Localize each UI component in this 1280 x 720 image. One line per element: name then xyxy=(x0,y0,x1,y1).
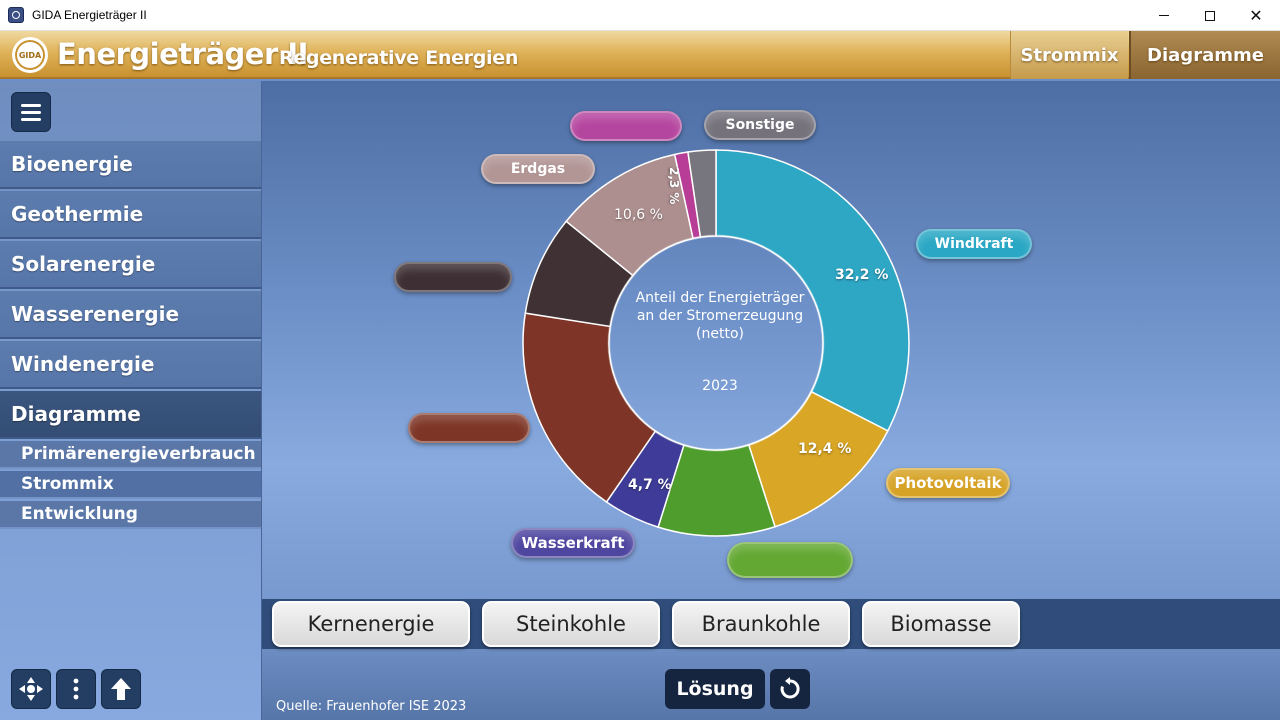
minimize-icon xyxy=(1159,15,1169,16)
app-header: GIDA Energieträger II Regenerative Energ… xyxy=(0,31,1280,79)
sidebar-item-geothermie[interactable]: Geothermie xyxy=(0,191,261,239)
hamburger-icon-bar xyxy=(21,117,41,121)
chip-kernenergie[interactable]: Kernenergie xyxy=(272,601,470,647)
label-empty-green[interactable] xyxy=(727,542,853,578)
reset-button[interactable] xyxy=(770,669,810,709)
reset-icon xyxy=(780,677,800,699)
hamburger-icon xyxy=(21,103,41,107)
slice-value-erdgas: 10,6 % xyxy=(614,207,663,223)
donut-chart xyxy=(522,149,910,537)
label-windkraft[interactable]: Windkraft xyxy=(916,229,1032,259)
donut-slice-slice-4 xyxy=(522,312,657,504)
label-photovoltaik[interactable]: Photovoltaik xyxy=(886,468,1010,498)
app-icon xyxy=(8,7,24,23)
label-erdgas[interactable]: Erdgas xyxy=(481,154,595,184)
navigate-button[interactable] xyxy=(11,669,51,709)
label-wasserkraft[interactable]: Wasserkraft xyxy=(511,528,635,558)
sidebar-subitem-strommix[interactable]: Strommix xyxy=(0,471,261,499)
close-button[interactable]: ✕ xyxy=(1233,0,1279,31)
move-icon xyxy=(19,677,43,701)
slice-value-wasserkraft: 4,7 % xyxy=(628,477,672,493)
sidebar-subitem-primaerenergieverbrauch[interactable]: Primärenergieverbrauch xyxy=(0,441,261,469)
maximize-button[interactable] xyxy=(1187,0,1233,31)
sidebar-item-bioenergie[interactable]: Bioenergie xyxy=(0,141,261,189)
chip-steinkohle[interactable]: Steinkohle xyxy=(482,601,660,647)
slice-value-photovoltaik: 12,4 % xyxy=(798,441,852,457)
scroll-top-button[interactable] xyxy=(101,669,141,709)
gida-logo: GIDA xyxy=(12,37,48,73)
arrow-up-icon xyxy=(111,678,131,700)
sidebar-item-windenergie[interactable]: Windenergie xyxy=(0,341,261,389)
chart-year: 2023 xyxy=(702,378,738,394)
label-empty-magenta[interactable] xyxy=(570,111,682,141)
chip-braunkohle[interactable]: Braunkohle xyxy=(672,601,850,647)
solution-button[interactable]: Lösung xyxy=(665,669,765,709)
slice-value-sonstige: 2,3 % xyxy=(667,167,681,205)
chart-center-text: Anteil der Energieträger an der Stromerz… xyxy=(635,290,805,342)
donut-inner-ring xyxy=(607,234,825,452)
label-empty-red-brown[interactable] xyxy=(408,413,530,443)
sidebar-item-solarenergie[interactable]: Solarenergie xyxy=(0,241,261,289)
menu-button[interactable] xyxy=(11,92,51,132)
more-vertical-icon xyxy=(73,678,79,700)
slice-value-windkraft: 32,2 % xyxy=(835,267,889,283)
sidebar-subitem-entwicklung[interactable]: Entwicklung xyxy=(0,501,261,529)
window-titlebar: GIDA Energieträger II ✕ xyxy=(0,0,1280,31)
hamburger-icon-bar xyxy=(21,110,41,114)
sidebar-item-diagramme[interactable]: Diagramme xyxy=(0,391,261,439)
window-title: GIDA Energieträger II xyxy=(32,8,147,22)
tab-strommix[interactable]: Strommix xyxy=(1010,31,1128,79)
app-subtitle: Regenerative Energien xyxy=(279,47,519,69)
close-icon: ✕ xyxy=(1249,5,1263,25)
app-title: Energieträger II xyxy=(57,37,308,71)
tab-diagramme[interactable]: Diagramme xyxy=(1129,31,1280,79)
label-sonstige[interactable]: Sonstige xyxy=(704,110,816,140)
logo-text: GIDA xyxy=(18,50,42,60)
chip-biomasse[interactable]: Biomasse xyxy=(862,601,1020,647)
donut-slice-windkraft xyxy=(715,149,910,432)
sidebar: Bioenergie Geothermie Solarenergie Wasse… xyxy=(0,81,262,720)
minimize-button[interactable] xyxy=(1141,0,1187,31)
donut-slice-sonstige xyxy=(687,149,717,238)
maximize-icon xyxy=(1205,10,1215,21)
main-content: Anteil der Energieträger an der Stromerz… xyxy=(262,81,1280,720)
source-note: Quelle: Frauenhofer ISE 2023 xyxy=(276,699,467,714)
more-options-button[interactable] xyxy=(56,669,96,709)
sidebar-item-wasserenergie[interactable]: Wasserenergie xyxy=(0,291,261,339)
label-empty-darkbrown[interactable] xyxy=(394,262,512,292)
